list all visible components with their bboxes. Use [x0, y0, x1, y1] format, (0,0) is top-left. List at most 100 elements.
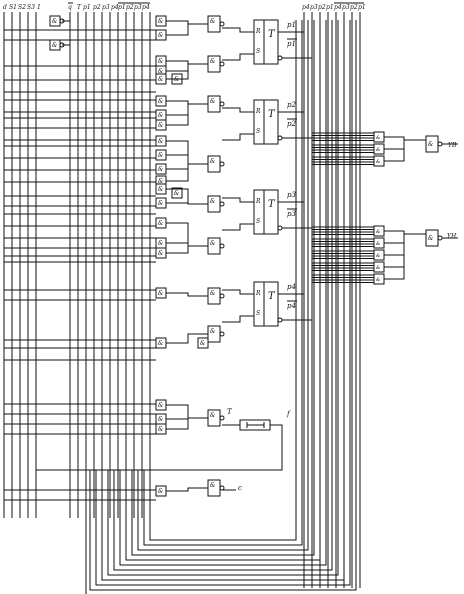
input-label-s3: S3: [27, 4, 35, 11]
input-label-r-p4a: p4: [302, 4, 310, 11]
second-and-gate-8: &: [207, 409, 225, 427]
trigger-3-rin: [222, 197, 254, 203]
connector-16: [166, 245, 208, 254]
input-and-gate-15: &: [155, 237, 167, 249]
input-and-gate-14: &: [155, 217, 167, 229]
output-stack-yh-link-1: [384, 238, 405, 244]
trigger-1-rin: [222, 27, 254, 33]
output-stack-yh-gate-label-4: &: [376, 277, 381, 283]
second-and-gate-0-bubble: [219, 21, 225, 27]
output-stack-yb-or-bubble: [437, 141, 443, 147]
input-and-gate-17: &: [155, 287, 167, 299]
input-and-gate-21-label: &: [158, 426, 164, 433]
trigger-2-s: S: [256, 128, 260, 135]
input-label-s2: S2: [18, 4, 26, 11]
input-bus-mid: [69, 12, 151, 518]
feedback-loop-1: [143, 20, 303, 546]
connector-18: [166, 333, 208, 344]
aux-and-gate-2-label: &: [200, 340, 206, 347]
input-bus-left: [3, 12, 37, 518]
input-label-p4b: p4: [142, 4, 150, 11]
top-input-labels-mid: q T p1 p2 p3 p4 p1 p2 p3 p4: [68, 2, 150, 11]
output-stack-yb: &&&&: [312, 131, 458, 167]
second-and-gate-2-label: &: [210, 98, 216, 105]
input-and-gate-21: &: [155, 423, 167, 435]
timer-f-label: f: [286, 410, 291, 418]
second-and-gate-5: &: [207, 237, 225, 255]
second-and-gate-8-bubble: [219, 415, 225, 421]
input-label-p1b: p1: [118, 4, 126, 11]
feedback-loop-7: [107, 20, 339, 576]
output-stack-yb-gate-label-2: &: [376, 159, 381, 165]
feedback-loop-8: [101, 20, 345, 581]
input-label-d: d: [3, 4, 7, 11]
input-label-r-p1a: p1: [326, 4, 334, 11]
second-and-gate-0: &: [207, 15, 225, 33]
output-label-yb: YB: [448, 142, 457, 149]
connector-21: [166, 417, 208, 430]
second-and-gate-4-bubble: [219, 201, 225, 207]
output-stack-yh-gate-label-2: &: [376, 253, 381, 259]
trigger-4-r: R: [255, 290, 261, 297]
input-label-r-p2b: p2: [350, 4, 358, 11]
input-label-p3b: p3: [134, 4, 142, 11]
output-stack-yh-gate-label-1: &: [376, 241, 381, 247]
second-and-gate-2-bubble: [219, 101, 225, 107]
input-and-gate-20: &: [155, 413, 167, 425]
input-and-gate-7: &: [155, 119, 167, 131]
c-output-label: c: [238, 484, 242, 492]
output-stack-yh-link-2: [384, 238, 405, 256]
second-and-gate-4-label: &: [210, 198, 216, 205]
input-label-r-p3a: p3: [310, 4, 318, 11]
input-and-gate-19-label: &: [158, 402, 164, 409]
second-and-gate-6-label: &: [210, 290, 216, 297]
second-and-gate-3-label: &: [210, 158, 216, 165]
second-and-gate-1-bubble: [219, 61, 225, 67]
input-and-gate-2: &: [155, 55, 167, 67]
input-label-p2b: p2: [126, 4, 134, 11]
gates: &&&&&&&&&&&&&&&&&&&&&&&&&&&&&&&&&&&&&&&&…: [36, 15, 458, 497]
trigger-4-sin: [222, 315, 254, 323]
trigger-1-q: p1: [287, 21, 296, 29]
aux-and-gate-2-body: [197, 337, 209, 349]
second-and-gate-7-bubble: [219, 331, 225, 337]
feedback-loop-6: [113, 20, 333, 571]
trigger-4-rin: [222, 289, 254, 295]
input-and-gate-4-label: &: [158, 76, 164, 83]
output-stack-yb-link-0: [384, 136, 405, 144]
feedback-loop-3: [131, 20, 315, 556]
input-label-r-p3b: p3: [342, 4, 350, 11]
input-and-gate-1-label: &: [158, 32, 164, 39]
input-and-gate-12: &: [155, 183, 167, 195]
trigger-3-sin: [222, 223, 254, 231]
input-label-1: 1: [37, 4, 41, 11]
output-stack-yh-link-3: [384, 238, 405, 268]
connector-19: [166, 404, 208, 419]
input-label-q: q: [68, 4, 72, 11]
trigger-3-bubble: [277, 225, 283, 231]
trigger-4-nq: p4: [287, 302, 296, 310]
top-input-labels-right: p4 p3 p2 p1 p4 p3 p2 p1: [302, 2, 366, 11]
input-and-gate-18: &: [155, 337, 167, 349]
output-stack-yb-link-1: [384, 144, 405, 150]
horizontal-wires: [4, 29, 156, 501]
second-and-gate-7: &: [207, 325, 225, 343]
trigger-1-t: T: [268, 29, 276, 40]
trigger-1-r: R: [255, 28, 261, 35]
aux-and-gate-1-body: [171, 187, 183, 199]
connector-4: [166, 63, 208, 80]
second-and-gate-9-label: &: [210, 482, 216, 489]
input-and-gate-16: &: [155, 247, 167, 259]
input-label-r-p1b: p1: [358, 4, 366, 11]
input-and-gate-2-label: &: [158, 58, 164, 65]
input-and-gate-8-label: &: [158, 138, 164, 145]
input-and-gate-13: &: [155, 197, 167, 209]
input-and-gate-14-label: &: [158, 220, 164, 227]
top-input-labels-left: d S1 S2 S3 1: [3, 4, 41, 11]
and-gate-s1-label: &: [52, 18, 58, 25]
and-gate-s2-label: &: [52, 42, 58, 49]
trigger-4-body: [253, 281, 279, 327]
second-and-gate-6: &: [207, 287, 225, 305]
connector-7: [166, 103, 208, 126]
